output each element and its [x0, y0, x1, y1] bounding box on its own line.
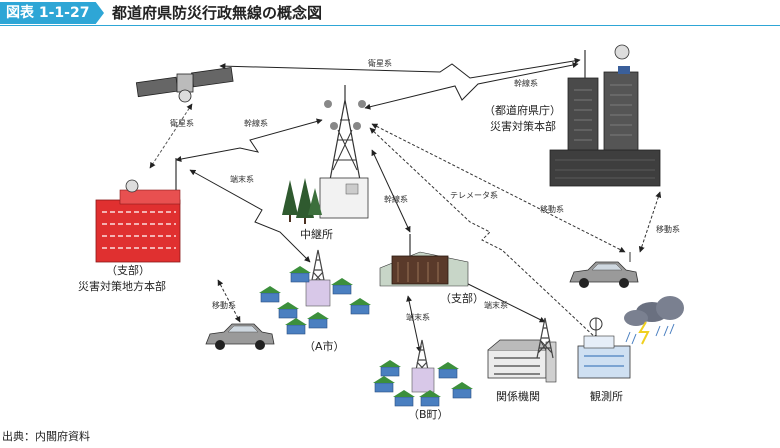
observatory-building [577, 317, 631, 379]
label-mobile-right: 移動系 [656, 224, 680, 234]
link-trunk-relay-prefecture [364, 62, 579, 110]
link-mobile-relay-car [371, 123, 626, 253]
link-trunk-relay-branch-hq [175, 118, 323, 162]
label-terminal-left: 端末系 [230, 174, 254, 184]
label-mobile-mid: 移動系 [540, 204, 564, 214]
link-mobile-branch-hq-car [217, 279, 241, 323]
label-terminal-b: 端末系 [406, 312, 430, 322]
city-a-houses [258, 249, 372, 335]
trees [282, 178, 322, 224]
label-telemeter: テレメータ系 [450, 190, 498, 200]
label-terminal-agencies: 端末系 [484, 300, 508, 310]
link-terminal-branch-hq-city [189, 169, 311, 263]
link-terminal-branch-agencies [459, 279, 546, 323]
link-satellite-prefecture [219, 57, 581, 79]
label-trunk-branch: 幹線系 [384, 194, 408, 204]
label-prefecture-2: 災害対策本部 [490, 119, 556, 133]
label-branch-hq-2: 災害対策地方本部 [78, 279, 166, 293]
label-town-b: （B町） [408, 408, 449, 421]
branch-building [379, 234, 469, 287]
label-observatory: 観測所 [590, 389, 623, 403]
label-mobile-left: 移動系 [212, 300, 236, 310]
mobile-car-right [569, 261, 639, 289]
agencies-building [487, 317, 557, 383]
label-branch: （支部） [440, 291, 484, 305]
rain-cloud [624, 296, 684, 345]
mobile-car-left [205, 323, 275, 351]
label-relay: 中継所 [300, 227, 333, 241]
label-trunk-pref: 幹線系 [514, 78, 538, 88]
label-city-a: （A市） [304, 339, 345, 353]
figure-number-badge: 図表 1-1-27 [0, 2, 104, 24]
label-prefecture-1: （都道府県庁） [484, 103, 561, 117]
source-note: 出典：内閣府資料 [2, 430, 90, 443]
relay-station [282, 85, 369, 224]
link-terminal-branch-town [406, 295, 422, 353]
link-satellite-branch-hq [149, 103, 193, 169]
label-branch-hq-1: （支部） [106, 263, 150, 277]
label-satellite-top: 衛星系 [368, 58, 392, 68]
link-mobile-prefecture-car [638, 191, 662, 253]
label-trunk-left: 幹線系 [244, 118, 268, 128]
link-trunk-relay-branch [371, 149, 411, 233]
label-agencies: 関係機関 [496, 389, 540, 403]
prefecture-building [549, 44, 661, 187]
figure-header: 図表 1-1-27 都道府県防災行政無線の概念図 [0, 0, 780, 26]
header-rule [0, 25, 780, 26]
label-satellite-left: 衛星系 [170, 118, 194, 128]
satellite [135, 66, 234, 103]
town-b-houses [372, 339, 474, 407]
figure-title: 都道府県防災行政無線の概念図 [112, 4, 323, 22]
branch-hq-building [95, 158, 181, 263]
